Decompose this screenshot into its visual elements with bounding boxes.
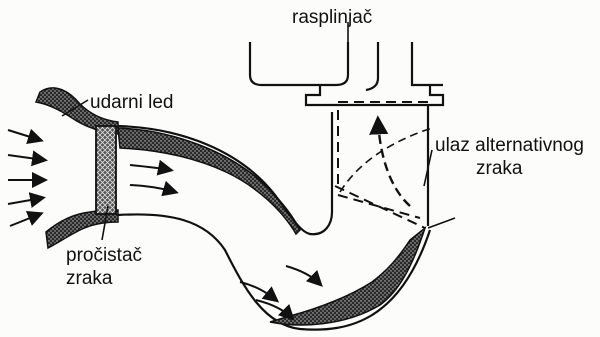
- label-air-filter-line1: pročistač: [66, 245, 142, 267]
- alternate-air-curve: [340, 128, 432, 192]
- alternate-air-flow-arrow: [378, 120, 410, 206]
- impact-ice-upper-duct: [118, 128, 300, 234]
- label-alternate-air-line1: ulaz alternativnog: [435, 135, 584, 157]
- impact-ice-intake-lip-bottom: [46, 210, 118, 248]
- label-air-filter-line2: zraka: [66, 268, 112, 290]
- label-alternate-air-line2: zraka: [476, 158, 522, 180]
- ice-deposit-bend: [270, 228, 425, 325]
- label-carburetor: rasplinjač: [292, 7, 372, 29]
- label-impact-ice: udarni led: [90, 92, 173, 114]
- incoming-air-arrows: [8, 130, 44, 226]
- air-filter: [96, 126, 116, 214]
- alternate-air-door-dashes: [335, 102, 428, 228]
- internal-airflow-arrows: [130, 165, 320, 318]
- carburetor-body: [250, 42, 443, 105]
